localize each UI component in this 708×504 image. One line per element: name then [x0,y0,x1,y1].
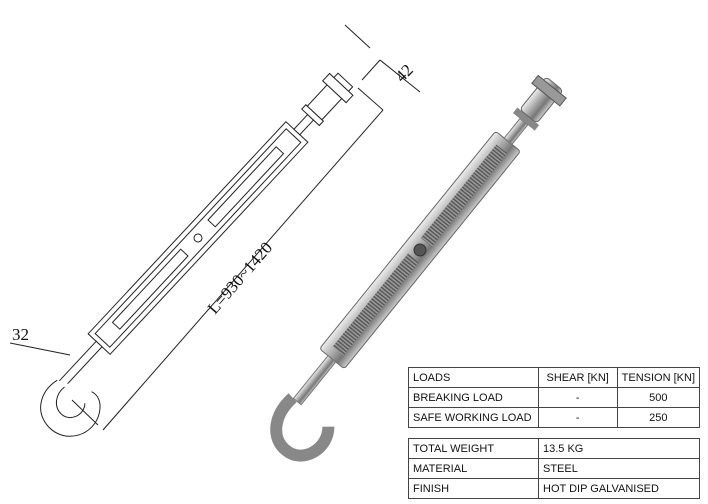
shear-value: - [537,407,618,428]
turnbuckle-photo [270,74,567,462]
spec-table: TOTAL WEIGHT 13.5 KG MATERIAL STEEL FINI… [408,438,700,499]
row-label: BREAKING LOAD [408,387,539,408]
table-row: FINISH HOT DIP GALVANISED [408,478,700,499]
header-loads: LOADS [408,367,539,388]
table-header-row: LOADS SHEAR [KN] TENSION [KN] [408,367,701,388]
table-row: SAFE WORKING LOAD - 250 [408,407,701,428]
jaw-width-label: 42 [391,60,416,85]
shear-value: - [537,387,618,408]
length-label: L=930~1420 [204,238,277,317]
table-row: TOTAL WEIGHT 13.5 KG [408,438,700,459]
loads-table: LOADS SHEAR [KN] TENSION [KN] BREAKING L… [408,367,701,428]
spec-label: TOTAL WEIGHT [408,438,539,459]
spec-value: STEEL [538,458,700,479]
table-row: MATERIAL STEEL [408,458,700,479]
tension-value: 250 [616,407,701,428]
dimension-hook [9,342,71,356]
line-drawing-turnbuckle [40,72,354,437]
spec-label: FINISH [408,478,539,499]
row-label: SAFE WORKING LOAD [408,407,539,428]
spec-label: MATERIAL [408,458,539,479]
hook-label: 32 [12,325,29,344]
spec-value: 13.5 KG [538,438,700,459]
tension-value: 500 [616,387,701,408]
header-shear: SHEAR [KN] [537,367,618,388]
table-row: BREAKING LOAD - 500 [408,387,701,408]
dimension-length [71,87,384,431]
dimension-jaw-width [344,24,421,93]
spec-value: HOT DIP GALVANISED [538,478,700,499]
header-tension: TENSION [KN] [616,367,701,388]
